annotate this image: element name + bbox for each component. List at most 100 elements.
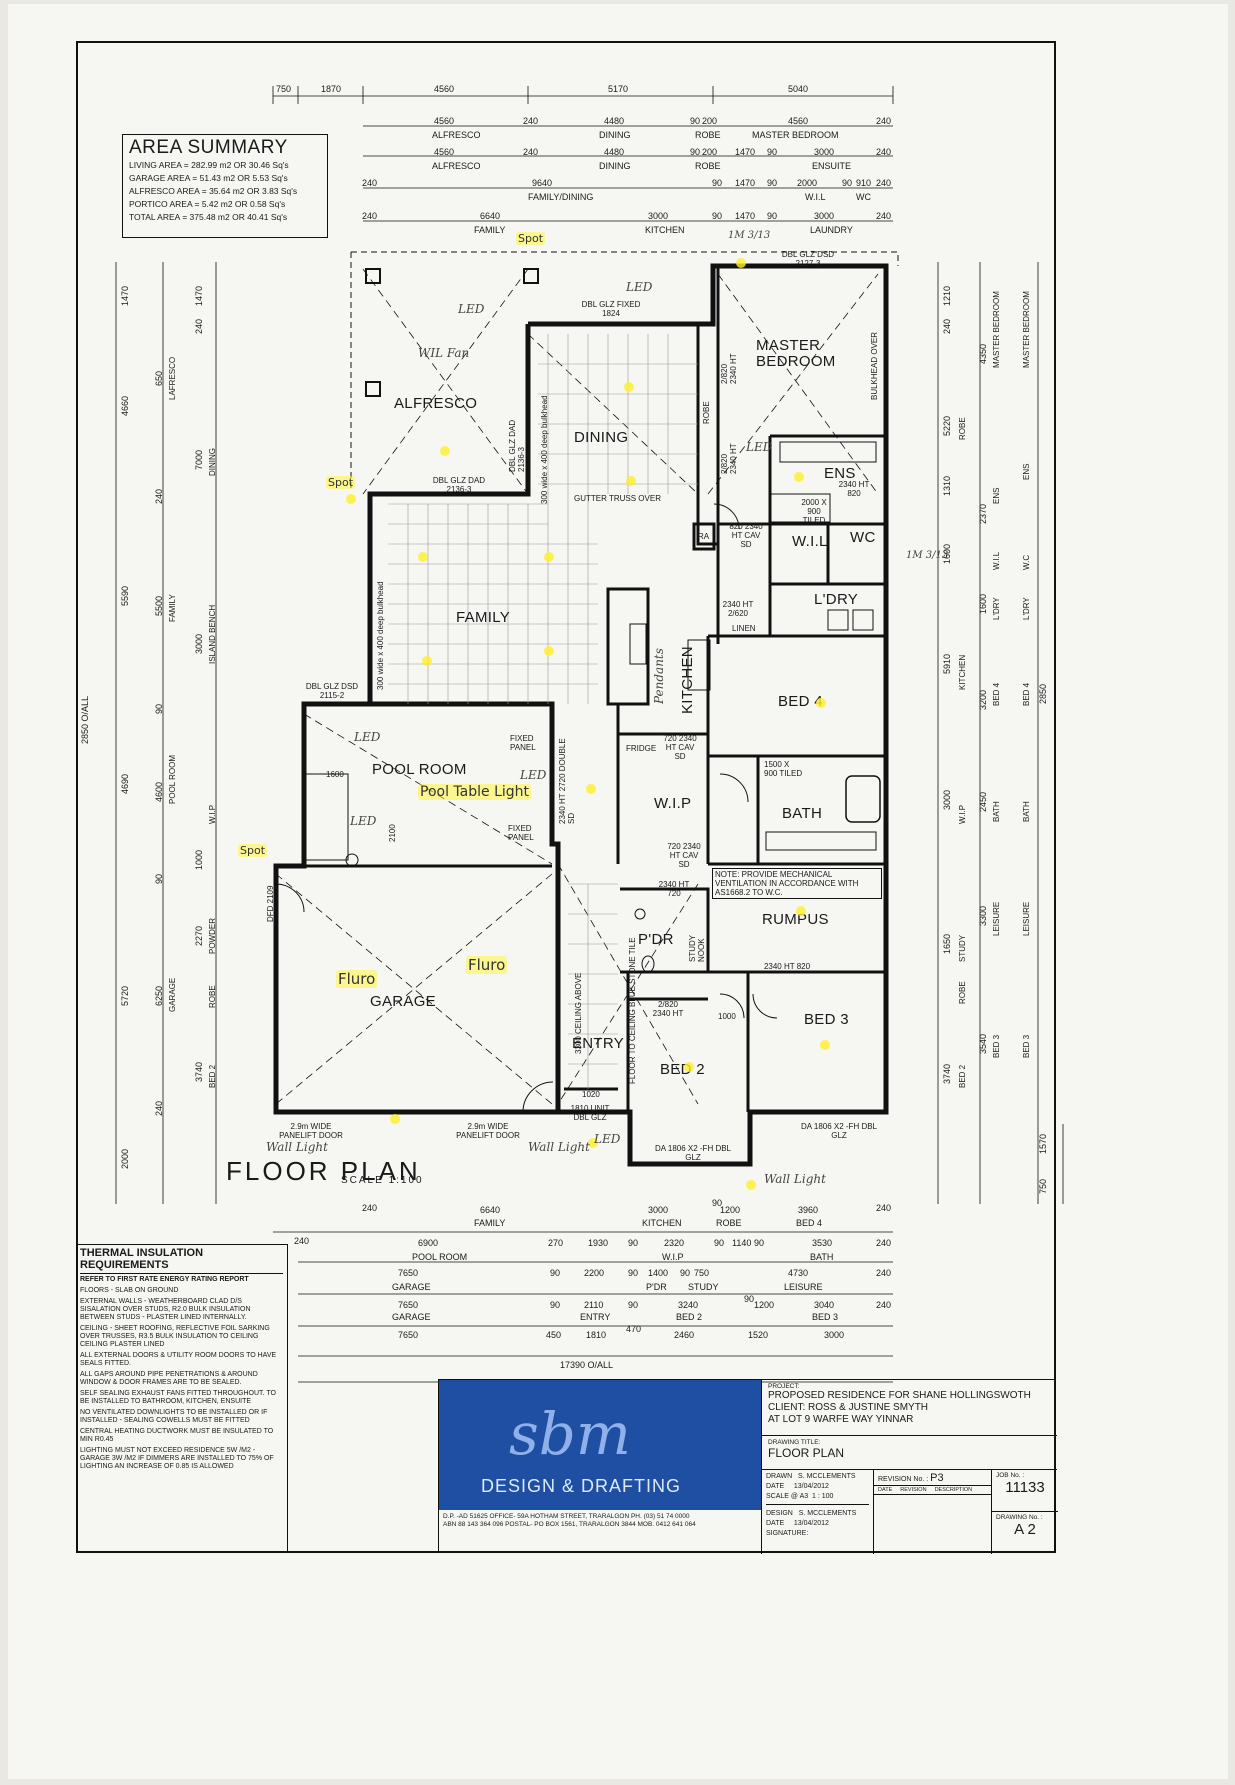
- dim-label: W.I.P: [958, 804, 967, 824]
- dim: 5500: [154, 595, 164, 616]
- dim-label: DINING: [599, 161, 631, 171]
- post: [365, 381, 381, 397]
- note-1000: 1000: [718, 1012, 736, 1021]
- dim: 3000: [824, 1330, 845, 1340]
- area-summary-title: AREA SUMMARY: [129, 137, 288, 158]
- dim: 240: [362, 211, 378, 221]
- dim-overall: 17390 O/ALL: [560, 1360, 614, 1370]
- dim-label: P'DR: [646, 1282, 667, 1292]
- note-dbl-glz-dad: DBL GLZ DAD 2136-3: [432, 476, 486, 494]
- dim-overall: 2850 O/ALL: [80, 695, 90, 744]
- handwritten-reference: 1M 3/13: [728, 230, 771, 241]
- room-fridge: FRIDGE: [626, 744, 657, 753]
- dim: 4560: [434, 116, 455, 126]
- floor-plan-title: FLOOR PLAN: [226, 1156, 421, 1186]
- room-bed4: BED 4: [778, 693, 823, 710]
- dim: 3300: [978, 905, 988, 926]
- dim-label: ENS: [992, 487, 1001, 504]
- dim-label: LEISURE: [1022, 901, 1031, 936]
- dim-label: KITCHEN: [958, 654, 967, 690]
- post: [365, 268, 381, 284]
- dim: 1930: [588, 1238, 609, 1248]
- rev-col: DATE: [878, 1487, 893, 1493]
- job-number: 11133: [1005, 1479, 1045, 1496]
- light-marker: [440, 446, 450, 456]
- room-ldry: L'DRY: [814, 591, 859, 608]
- dim: 90: [154, 703, 164, 714]
- dim: 2320: [664, 1238, 685, 1248]
- dim: 1650: [942, 933, 952, 954]
- dim-label: LAFRESCO: [168, 356, 177, 400]
- dim-label: DINING: [208, 448, 217, 476]
- dim: 4730: [788, 1268, 809, 1278]
- note-bed2-window: DA 1806 X2 -FH DBL GLZ: [654, 1144, 732, 1162]
- dim: 1600: [978, 593, 988, 614]
- dim-label: POOL ROOM: [168, 754, 177, 804]
- dim: 1140: [732, 1238, 752, 1248]
- area-total: TOTAL AREA = 375.48 m2 OR 40.41 Sq's: [129, 212, 288, 222]
- note-1600: 1600: [326, 770, 344, 779]
- basin: [634, 908, 646, 920]
- room-wil: W.I.L: [792, 533, 828, 550]
- dim: 1520: [748, 1330, 769, 1340]
- dim: 3000: [194, 633, 204, 654]
- dim: 2450: [978, 791, 988, 812]
- dim: 240: [876, 178, 892, 188]
- dim: 5910: [942, 653, 952, 674]
- dim: 270: [548, 1238, 564, 1248]
- note-ceiling: 3300 CEILING ABOVE: [574, 972, 583, 1054]
- drawing-number: A 2: [1014, 1521, 1036, 1538]
- dim: 1200: [720, 1205, 741, 1215]
- dim: 1870: [321, 84, 342, 94]
- note-2100: 2100: [388, 824, 397, 842]
- dim: 3240: [678, 1300, 699, 1310]
- note-fixed-panel: FIXED PANEL: [508, 824, 534, 842]
- handwritten-led: LED: [354, 730, 381, 744]
- drawn-label: DRAWN: [766, 1473, 793, 1480]
- note-dbl-glz-dad-vertical: DBL GLZ DAD 2136-3: [508, 419, 526, 472]
- dim: 7650: [398, 1330, 419, 1340]
- dim: 1600: [942, 543, 952, 564]
- dim-label: ROBE: [716, 1218, 742, 1228]
- dim: 4350: [978, 343, 988, 364]
- dim: 5040: [788, 84, 809, 94]
- room-pool: POOL ROOM: [372, 761, 467, 778]
- dim: 5720: [120, 985, 130, 1006]
- light-marker: [684, 1062, 694, 1072]
- dim: 1470: [120, 285, 130, 306]
- job-label: JOB No. :: [996, 1472, 1025, 1479]
- thermal-item: REFER TO FIRST RATE ENERGY RATING REPORT: [80, 1276, 249, 1283]
- handwritten-led: LED: [746, 440, 773, 454]
- thermal-item: SELF SEALING EXHAUST FANS FITTED THROUGH…: [80, 1390, 276, 1405]
- dim: 5170: [608, 84, 629, 94]
- drawing-title-box: DRAWING TITLE: FLOOR PLAN: [761, 1436, 1057, 1470]
- dim: 2460: [674, 1330, 695, 1340]
- dim: 90: [550, 1268, 561, 1278]
- handwritten-led: LED: [626, 280, 653, 294]
- dim: 4480: [604, 147, 625, 157]
- dim: 240: [876, 1268, 892, 1278]
- dim: 6640: [480, 211, 501, 221]
- note-door-height: 2/820 2340 HT: [720, 443, 738, 474]
- dim: 3000: [942, 789, 952, 810]
- dim-label: BATH: [810, 1252, 834, 1262]
- company-logo: sbm DESIGN & DRAFTING: [439, 1380, 761, 1510]
- dim: 9640: [532, 178, 553, 188]
- signature-label: SIGNATURE:: [766, 1530, 809, 1537]
- note-door-height: 2/820 2340 HT: [720, 353, 738, 384]
- light-marker: [346, 494, 356, 504]
- dim-label: LAUNDRY: [810, 225, 853, 235]
- light-marker: [390, 1114, 400, 1124]
- dim-label: BED 4: [1022, 682, 1031, 706]
- light-marker: [586, 784, 596, 794]
- drawing-title-label: DRAWING TITLE:: [768, 1439, 821, 1446]
- title-block: sbm DESIGN & DRAFTING D.P. -AD 51625 OFF…: [438, 1379, 1058, 1554]
- room-ens: ENS: [824, 465, 856, 482]
- dim: 2270: [194, 925, 204, 946]
- note-bulkhead-family: 300 wide x 400 deep bulkhead: [376, 581, 385, 690]
- dim-label: ROBE: [958, 417, 967, 440]
- dim: 90: [842, 178, 853, 188]
- handwritten-wil-fan: WIL Fan: [418, 346, 470, 360]
- room-linen: LINEN: [732, 624, 756, 633]
- drawn-details: DRAWN S. McCLEMENTS DATE 13/04/2012 SCAL…: [762, 1470, 874, 1554]
